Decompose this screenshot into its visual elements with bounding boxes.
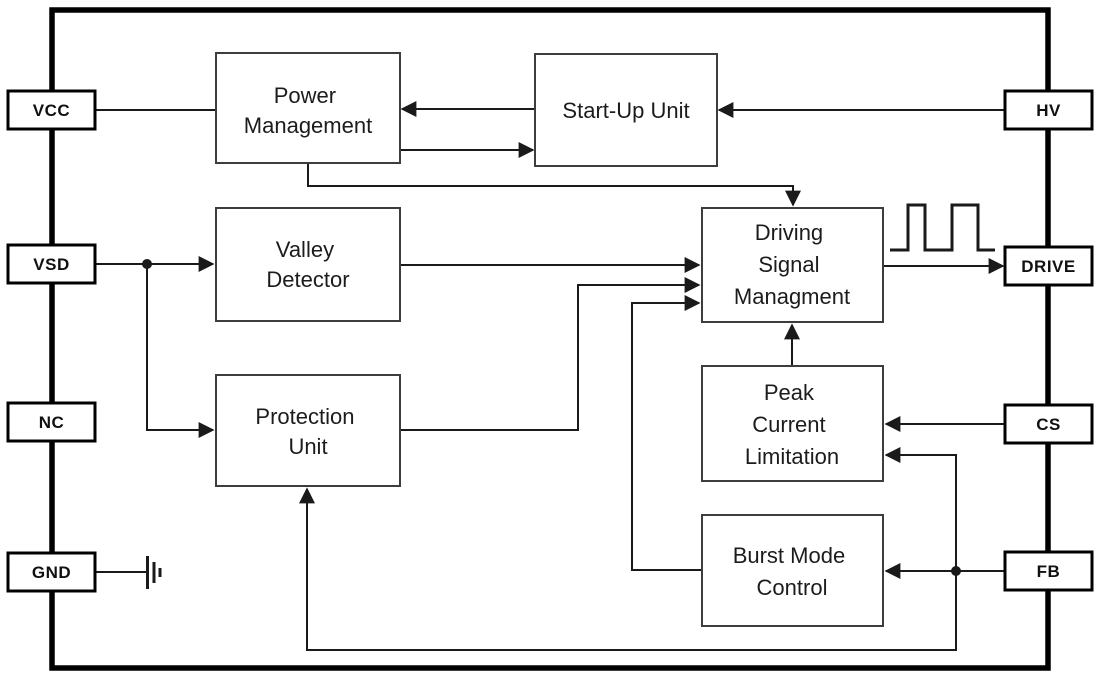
wire-protection-to-driving xyxy=(400,277,701,431)
pin-nc-label: NC xyxy=(39,413,65,432)
block-peak-current-limitation: Peak Current Limitation xyxy=(701,365,884,482)
block-startup-unit-box xyxy=(534,53,718,167)
pin-fb: FB xyxy=(1003,550,1094,592)
function-blocks: Power Management Start-Up Unit Valley De… xyxy=(215,52,884,627)
pin-drive-box xyxy=(1003,245,1094,287)
block-power-management-label: Power Management xyxy=(244,83,372,138)
wire-burst-mode-to-driving xyxy=(631,295,702,571)
pin-vsd-label: VSD xyxy=(33,255,69,274)
block-protection-unit-box xyxy=(215,374,401,487)
pin-fb-label: FB xyxy=(1037,562,1061,581)
block-driving-signal-management-box xyxy=(701,207,884,323)
pin-hv-label: HV xyxy=(1036,101,1061,120)
block-power-management: Power Management xyxy=(215,52,401,164)
block-power-management-box xyxy=(215,52,401,164)
block-startup-unit: Start-Up Unit xyxy=(534,53,718,167)
pin-hv: HV xyxy=(1003,89,1094,131)
block-driving-signal-management-label: Driving Signal Managment xyxy=(734,220,850,309)
pin-nc-box xyxy=(6,401,97,443)
block-peak-current-limitation-label: Peak Current Limitation xyxy=(745,380,839,469)
pin-vcc-box xyxy=(6,89,97,131)
pin-cs-label: CS xyxy=(1036,415,1061,434)
pin-cs-box xyxy=(1003,403,1094,445)
pin-gnd-label: GND xyxy=(32,563,71,582)
ground-icon xyxy=(146,556,162,589)
pin-gnd-box xyxy=(6,551,97,593)
block-driving-signal-management: Driving Signal Managment xyxy=(701,207,884,323)
block-startup-unit-label: Start-Up Unit xyxy=(562,98,689,123)
junction-dot-fb xyxy=(951,566,961,576)
pin-fb-box xyxy=(1003,550,1094,592)
block-valley-detector-label: Valley Detector xyxy=(266,237,349,292)
right-pins: HV DRIVE CS FB xyxy=(1003,89,1094,592)
block-burst-mode-control-label: Burst Mode Control xyxy=(733,543,852,600)
pin-cs: CS xyxy=(1003,403,1094,445)
wire-vsd-to-protection xyxy=(146,264,215,438)
pin-hv-box xyxy=(1003,89,1094,131)
wire-fb-to-peak-current xyxy=(884,447,957,571)
block-valley-detector-box xyxy=(215,207,401,322)
pin-drive-label: DRIVE xyxy=(1021,257,1075,276)
wire-fb-to-protection xyxy=(299,487,957,651)
block-protection-unit: Protection Unit xyxy=(215,374,401,487)
junction-dot-vsd xyxy=(142,259,152,269)
wires xyxy=(95,101,1006,651)
pulse-waveform-icon xyxy=(890,203,995,252)
block-peak-current-limitation-box xyxy=(701,365,884,482)
ic-outline xyxy=(49,7,1051,671)
pin-vsd-box xyxy=(6,243,97,285)
block-burst-mode-control: Burst Mode Control xyxy=(701,514,884,627)
pin-gnd: GND xyxy=(6,551,97,593)
pin-drive: DRIVE xyxy=(1003,245,1094,287)
pin-nc: NC xyxy=(6,401,97,443)
block-burst-mode-control-box xyxy=(701,514,884,627)
pin-vcc: VCC xyxy=(6,89,97,131)
pin-vcc-label: VCC xyxy=(33,101,70,120)
block-protection-unit-label: Protection Unit xyxy=(255,404,360,459)
block-valley-detector: Valley Detector xyxy=(215,207,401,322)
left-pins: VCC VSD NC GND xyxy=(6,89,97,593)
wire-power-management-to-driving xyxy=(307,163,801,207)
pin-vsd: VSD xyxy=(6,243,97,285)
